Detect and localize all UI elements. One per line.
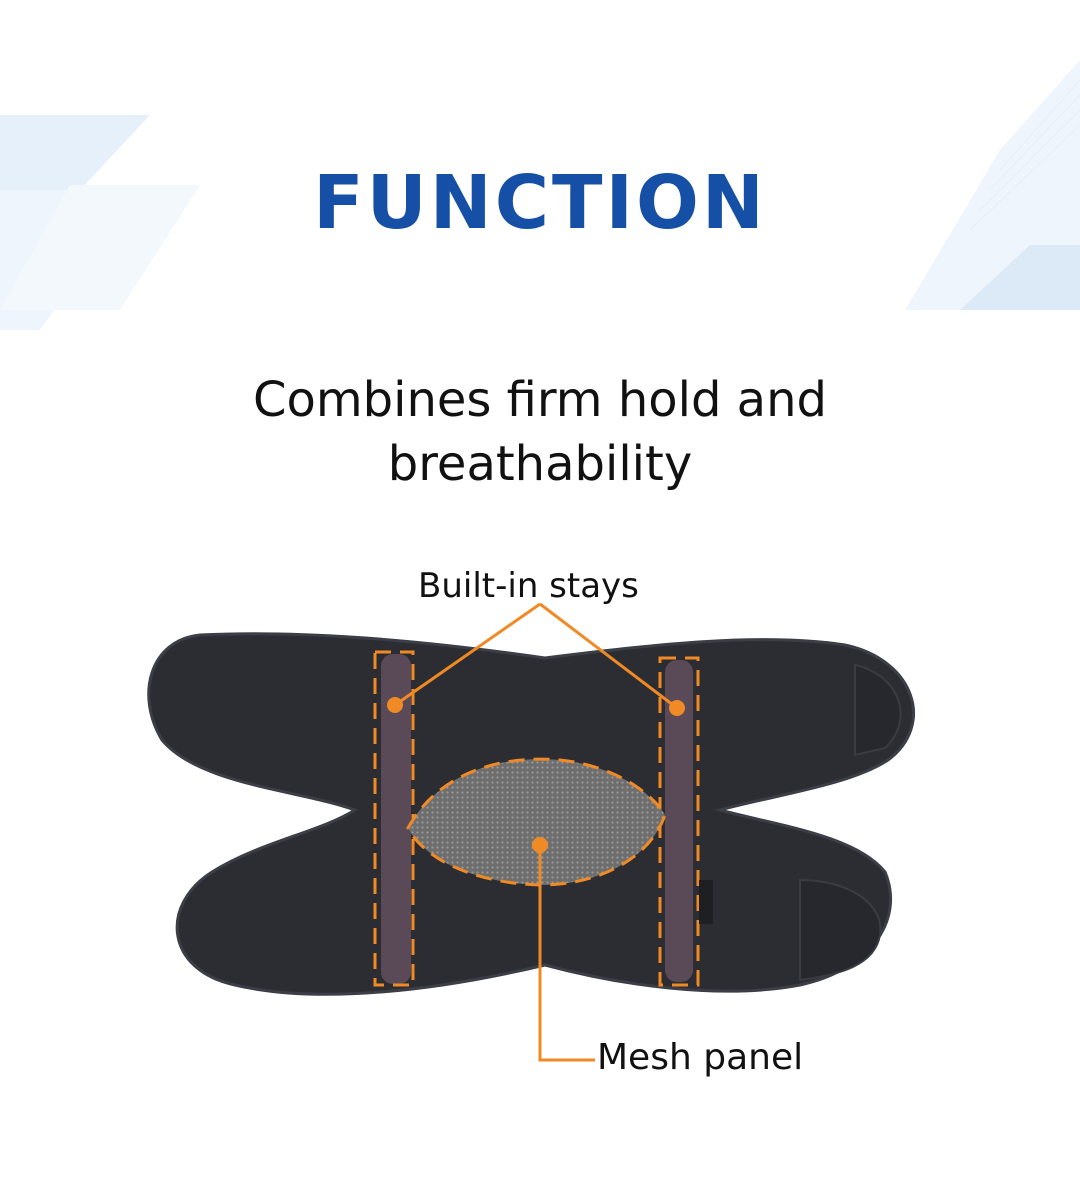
page-subtitle: Combines firm hold and breathability — [140, 368, 940, 496]
left-stay — [381, 654, 411, 984]
right-stay — [665, 660, 693, 982]
mesh-callout-line — [538, 845, 595, 1062]
mesh-panel — [408, 759, 665, 885]
subtitle-line-1: Combines firm hold and — [253, 372, 827, 428]
page-title: FUNCTION — [313, 160, 767, 246]
stay-dot-right — [669, 700, 685, 716]
stays-callout-lines — [394, 602, 678, 710]
stay-dot-left — [387, 697, 403, 713]
mesh-dot — [532, 837, 548, 853]
callout-built-in-stays: Built-in stays — [418, 566, 639, 606]
subtitle-line-2: breathability — [387, 436, 693, 492]
callout-mesh-panel: Mesh panel — [597, 1037, 804, 1078]
